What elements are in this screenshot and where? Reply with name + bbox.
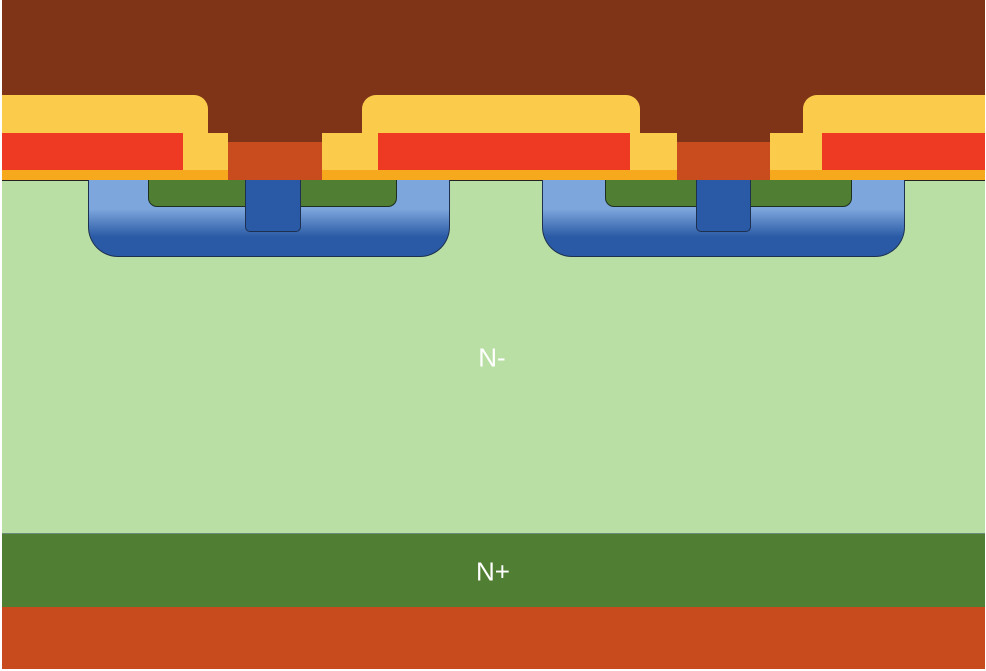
- gate-middle: [378, 133, 630, 171]
- source-contact-right: [677, 142, 770, 181]
- spacer: [630, 133, 677, 171]
- gate-oxide: [770, 170, 985, 180]
- n-plus-substrate: [2, 533, 985, 607]
- drift-label: N-: [478, 342, 506, 373]
- p-plus-left: [245, 180, 301, 232]
- oxide-cap-middle: [362, 95, 640, 135]
- gate-left: [2, 133, 183, 171]
- p-plus-right: [696, 180, 751, 232]
- spacer: [183, 133, 228, 171]
- spacer: [322, 133, 378, 171]
- source-contact-left: [228, 142, 322, 181]
- gate-oxide: [2, 170, 228, 180]
- gate-right: [822, 133, 985, 171]
- spacer: [770, 133, 822, 171]
- oxide-cap-left: [2, 95, 208, 135]
- oxide-cap-right: [803, 95, 985, 135]
- substrate-label: N+: [476, 556, 510, 587]
- gate-oxide: [322, 170, 677, 180]
- drain-metal: [2, 607, 985, 669]
